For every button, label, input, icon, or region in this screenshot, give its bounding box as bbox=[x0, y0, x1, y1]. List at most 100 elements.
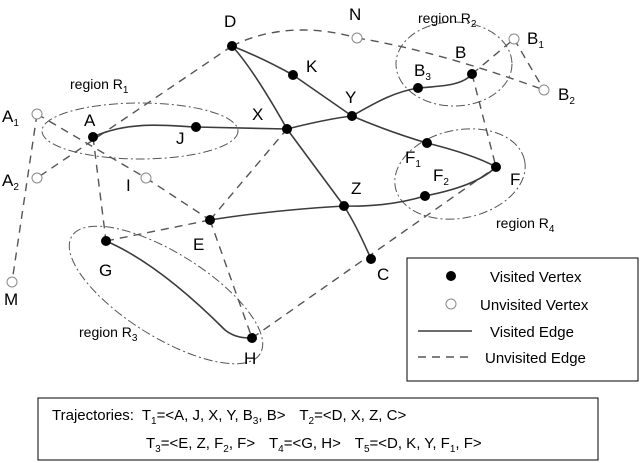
edge-a1-i bbox=[36, 113, 147, 179]
edge-b-f bbox=[471, 73, 497, 168]
trajectories-box bbox=[37, 397, 599, 461]
vertex-f1 bbox=[422, 138, 432, 148]
label-a: A bbox=[84, 111, 96, 130]
trajectory-t4-name: T bbox=[269, 435, 278, 452]
edge-k-y bbox=[292, 74, 353, 117]
region-label-r3: region R3 bbox=[79, 324, 138, 344]
edge-f1-f bbox=[426, 142, 497, 168]
edge-e-h bbox=[209, 219, 253, 339]
vertex-d bbox=[227, 41, 237, 51]
label-e: E bbox=[193, 235, 204, 254]
vertex-h bbox=[247, 333, 257, 343]
vertex-a2 bbox=[31, 172, 43, 184]
label-k: K bbox=[306, 57, 318, 76]
trajectories-panel: Trajectories: T1=<A, J, X, Y, B3, B> T2=… bbox=[37, 397, 599, 461]
edge-e-x bbox=[209, 128, 288, 221]
label-j: J bbox=[176, 129, 185, 148]
trajectories-title: Trajectories: bbox=[52, 407, 134, 424]
label-b1: B1 bbox=[527, 29, 544, 51]
legend-unvisited-vertex-label: Unvisited Vertex bbox=[480, 297, 589, 314]
vertex-f2 bbox=[420, 191, 430, 201]
vertex-e bbox=[205, 215, 215, 225]
legend-unvisited-vertex-marker bbox=[445, 298, 457, 310]
vertex-b3 bbox=[413, 83, 423, 93]
legend: Visited Vertex Unvisited Vertex Visited … bbox=[406, 257, 639, 382]
legend-visited-vertex-marker bbox=[446, 271, 456, 281]
legend-visited-vertex-label: Visited Vertex bbox=[490, 269, 582, 286]
vertex-i bbox=[140, 172, 152, 184]
label-x: X bbox=[252, 105, 263, 124]
label-i: I bbox=[126, 176, 131, 195]
vertex-a bbox=[88, 132, 98, 142]
region-r3-outline bbox=[68, 225, 264, 365]
legend-box bbox=[406, 257, 639, 382]
edge-i-e bbox=[145, 177, 211, 221]
edge-x-z bbox=[286, 128, 345, 207]
label-a2: A2 bbox=[2, 171, 19, 193]
vertex-m bbox=[6, 276, 18, 288]
region-r4-outline bbox=[394, 128, 526, 220]
edge-d-x bbox=[231, 45, 288, 130]
label-y: Y bbox=[345, 88, 356, 107]
vertex-a1 bbox=[31, 108, 43, 120]
legend-item-visited-edge: Visited Edge bbox=[418, 324, 574, 341]
edge-g-h bbox=[105, 240, 253, 339]
trajectory-t5-name: T bbox=[355, 435, 364, 452]
trajectory-t3-name: T bbox=[146, 435, 155, 452]
edge-f2-f bbox=[424, 166, 497, 197]
trajectory-t1-name: T bbox=[142, 407, 151, 424]
vertex-b1 bbox=[508, 33, 520, 45]
vertex-g bbox=[101, 236, 111, 246]
label-g: G bbox=[99, 261, 112, 280]
legend-item-unvisited-edge: Unvisited Edge bbox=[418, 350, 586, 367]
vertex-f bbox=[491, 162, 501, 172]
legend-visited-edge-label: Visited Edge bbox=[490, 324, 574, 341]
legend-item-unvisited-vertex: Unvisited Vertex bbox=[445, 297, 589, 314]
label-b2: B2 bbox=[558, 85, 575, 107]
vertex-b2 bbox=[538, 84, 550, 96]
edge-z-f2 bbox=[343, 195, 426, 207]
edge-e-z bbox=[209, 205, 345, 221]
vertices bbox=[6, 32, 550, 343]
edge-a1-m bbox=[11, 113, 38, 283]
regions bbox=[41, 21, 526, 365]
label-h: H bbox=[244, 349, 256, 368]
unvisited-edges bbox=[11, 29, 545, 339]
edge-z-c bbox=[343, 205, 372, 260]
region-labels: region R1 region R2 region R3 region R4 bbox=[70, 10, 555, 344]
region-label-r2: region R2 bbox=[418, 10, 477, 30]
vertex-y bbox=[347, 111, 357, 121]
region-label-r4: region R4 bbox=[496, 215, 555, 235]
edge-d-n bbox=[231, 29, 358, 47]
label-c: C bbox=[377, 265, 389, 284]
vertex-j bbox=[191, 122, 201, 132]
edge-g-e bbox=[105, 219, 211, 242]
vertex-b bbox=[467, 69, 477, 79]
visited-edges bbox=[92, 45, 497, 339]
vertex-k bbox=[288, 70, 298, 80]
edge-a-g bbox=[92, 136, 107, 242]
trajectories-line-1: Trajectories: T1=<A, J, X, Y, B3, B> T2=… bbox=[52, 407, 406, 427]
label-b3: B3 bbox=[414, 61, 431, 83]
edge-y-f1 bbox=[351, 115, 428, 144]
label-d: D bbox=[224, 12, 236, 31]
legend-unvisited-edge-label: Unvisited Edge bbox=[485, 350, 586, 367]
label-z: Z bbox=[351, 179, 361, 198]
legend-item-visited-vertex: Visited Vertex bbox=[446, 269, 582, 286]
edge-d-k bbox=[231, 45, 294, 76]
trajectory-t2-name: T bbox=[299, 407, 308, 424]
region-r2-outline bbox=[395, 21, 513, 107]
edge-d-a2 bbox=[36, 45, 233, 179]
region-label-r1: region R1 bbox=[70, 76, 129, 96]
vertex-labels: D K N B B1 B2 B3 Y X A J A1 A2 I F F1 F2… bbox=[2, 5, 575, 368]
trajectories-line-2: T3=<E, Z, F2, F> T4=<G, H> T5=<D, K, Y, … bbox=[146, 435, 482, 455]
label-a1: A1 bbox=[2, 107, 19, 129]
edge-b-b1 bbox=[471, 38, 515, 75]
vertex-c bbox=[366, 254, 376, 264]
edge-b1-b2 bbox=[513, 38, 545, 91]
edge-x-y bbox=[286, 115, 353, 130]
edge-a-j bbox=[92, 124, 197, 138]
vertex-x bbox=[282, 124, 292, 134]
label-n: N bbox=[349, 5, 361, 24]
